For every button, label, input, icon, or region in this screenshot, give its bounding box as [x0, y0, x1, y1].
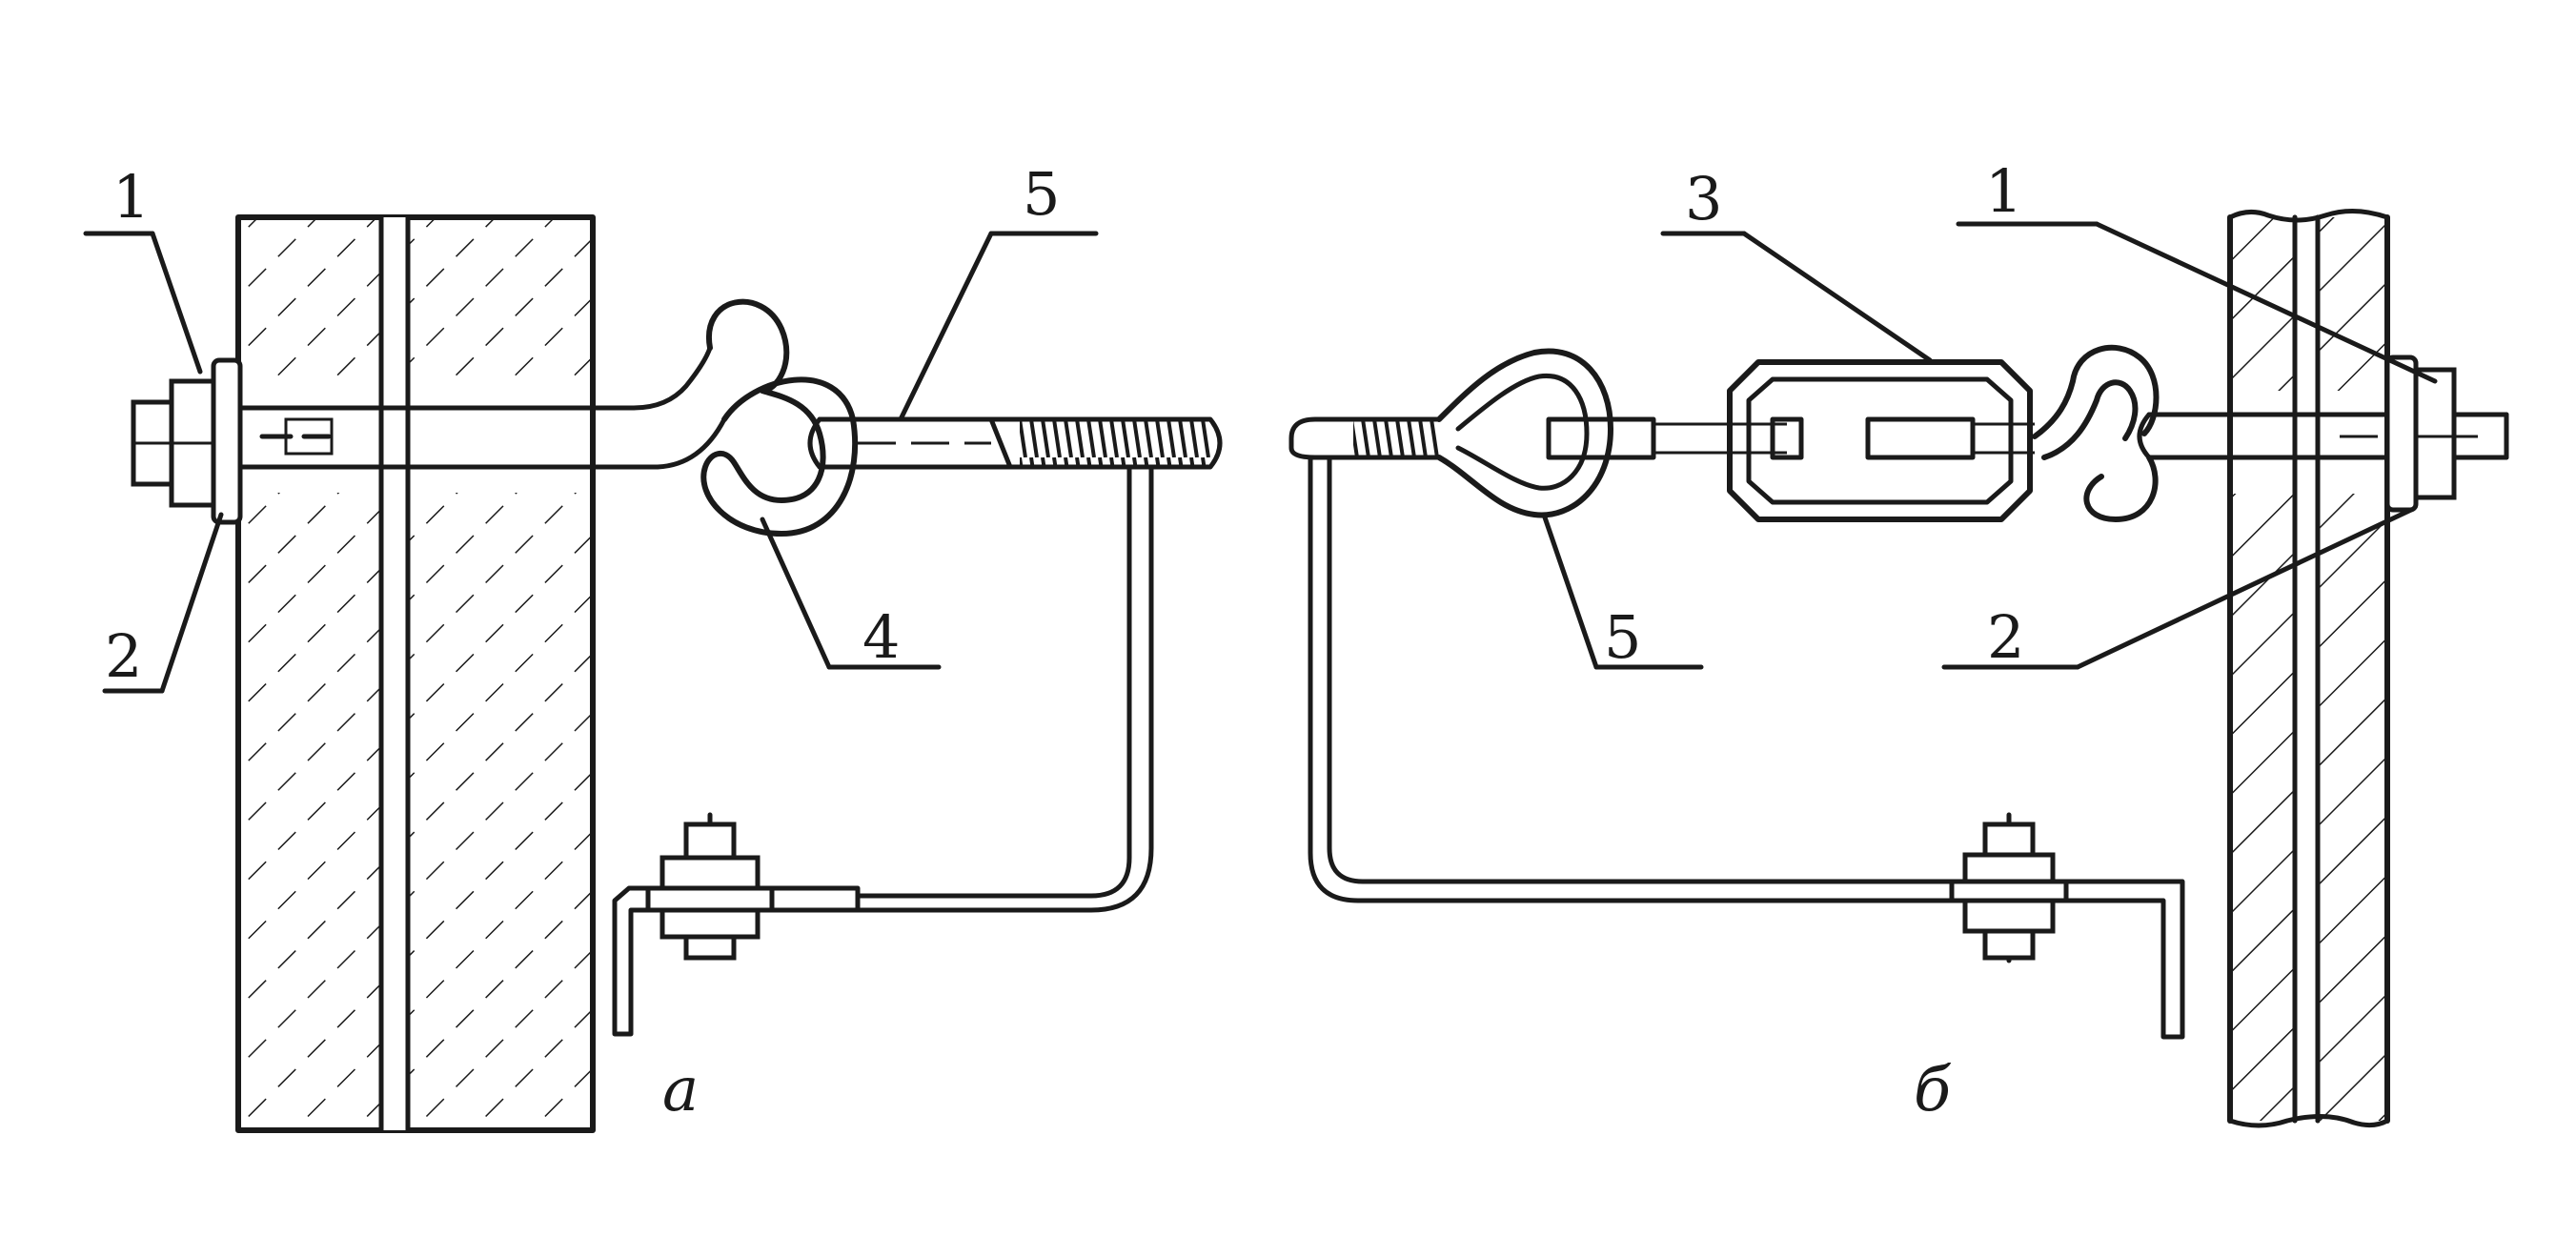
thimble-b: [1350, 348, 1613, 518]
label-hook-a: 4: [862, 602, 900, 672]
caption-b: б: [1914, 1055, 1952, 1125]
label-washer-a: 2: [105, 621, 142, 691]
wall-a: [235, 214, 596, 1133]
wire-bracket-b: [1288, 416, 2185, 1040]
figure-a: 1 2 4 5 а: [83, 159, 1223, 1133]
label-washer-b: 2: [1987, 602, 2024, 672]
label-nut-a: 1: [112, 162, 150, 232]
clamp-bolt-b: [1949, 812, 2069, 963]
leaders-b: [1541, 221, 2438, 670]
label-nut-b: 1: [1985, 156, 2022, 226]
hook-bolt-a: [235, 345, 727, 470]
clamp-bolt-a: [645, 812, 775, 961]
label-wire-a: 5: [1023, 159, 1060, 229]
caption-a: а: [662, 1055, 699, 1125]
hook-a: [700, 298, 859, 537]
label-thimble-b: 5: [1604, 602, 1641, 672]
wall-b: [2227, 208, 2390, 1128]
label-turnbuckle-b: 3: [1685, 164, 1722, 233]
turnbuckle-b: [1546, 359, 2035, 522]
bolt-b: [2137, 355, 2509, 513]
hook-b: [2032, 344, 2160, 522]
leaders-a: [83, 231, 1099, 694]
nut-washer-a: [131, 357, 243, 525]
wire-a: [807, 416, 1223, 470]
figure-b: 3 1 5 2 б: [1288, 156, 2509, 1128]
